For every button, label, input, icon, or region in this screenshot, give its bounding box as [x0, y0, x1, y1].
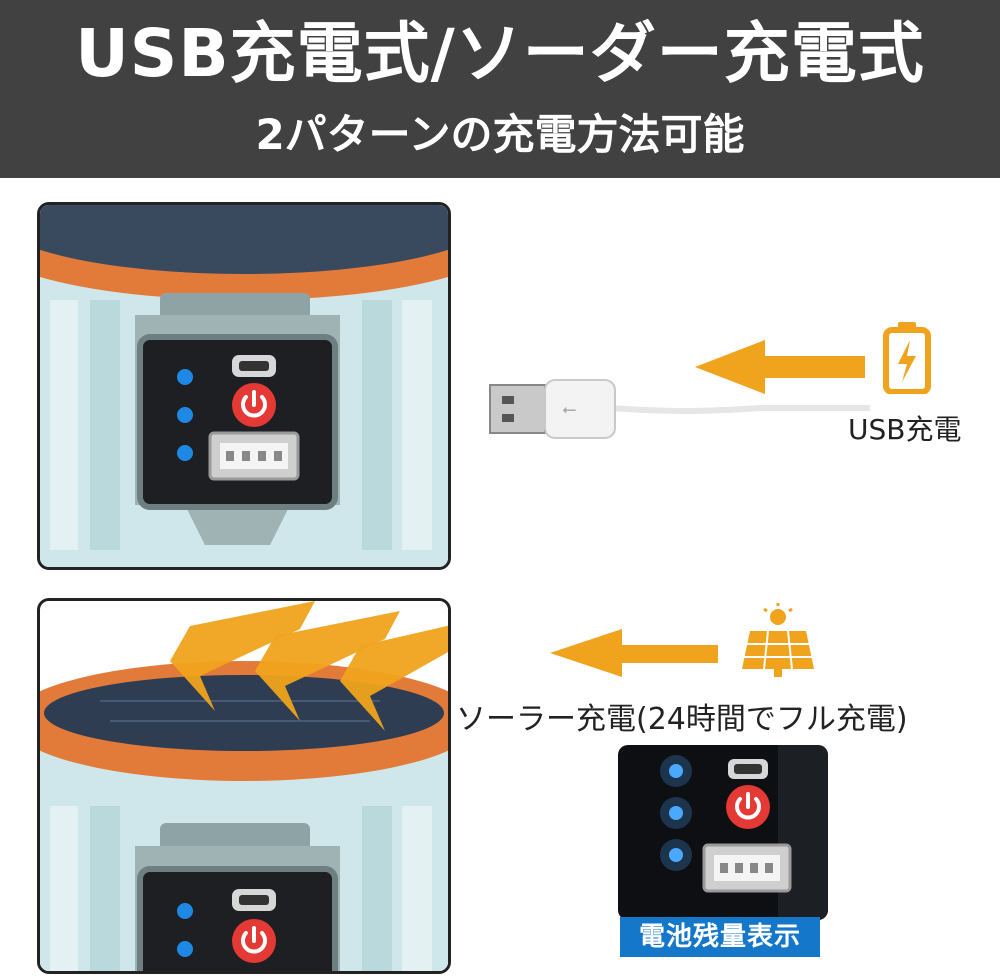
lantern-solar-image	[37, 598, 451, 974]
solar-arrow-illustration	[550, 629, 718, 677]
page-subtitle: 2パターンの充電方法可能	[255, 110, 745, 159]
usb-charge-label: USB充電	[848, 413, 962, 446]
battery-indicator-badge: 電池残量表示	[620, 917, 820, 957]
svg-text:⭠: ⭠	[562, 399, 576, 420]
solar-charge-label: ソーラー充電(24時間でフル充電)	[456, 702, 908, 737]
arrow-left-icon	[695, 340, 865, 394]
battery-charging-icon	[883, 322, 931, 394]
header-banner: USB充電式/ソーダー充電式 2パターンの充電方法可能	[0, 0, 1000, 178]
solar-panel-icon	[742, 603, 814, 677]
page-title: USB充電式/ソーダー充電式	[75, 15, 925, 92]
lantern-closeup-usb-image	[37, 202, 451, 570]
arrow-left-icon	[550, 629, 718, 677]
usb-cable-illustration: ⭠	[489, 340, 870, 439]
battery-indicator-closeup-image	[618, 745, 828, 920]
